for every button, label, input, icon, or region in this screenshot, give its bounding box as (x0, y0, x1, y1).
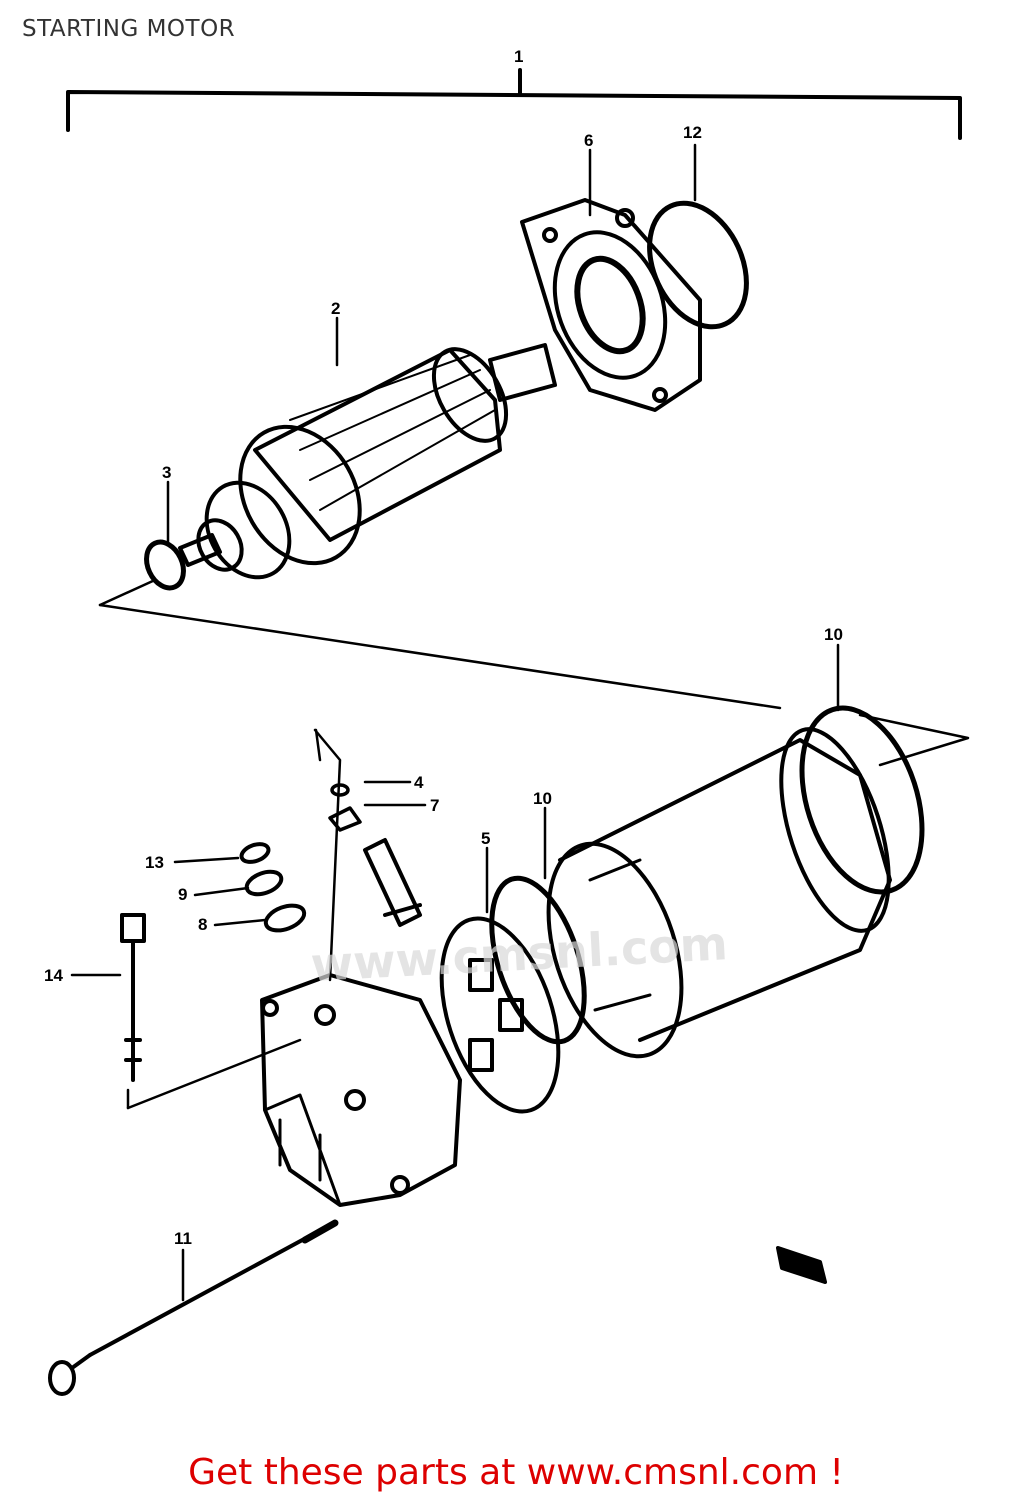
front-cover (260, 973, 462, 1207)
o-ring-cover (647, 200, 749, 330)
callout-through-bolt: 11 (174, 1229, 192, 1248)
leader-lines (70, 143, 840, 1302)
callout-washer-8: 8 (198, 915, 207, 934)
callout-part-4: 4 (414, 773, 424, 792)
through-bolt (48, 1219, 339, 1396)
callout-washer-front: 3 (162, 463, 171, 482)
parts-diagram: www.cmsnl.com 1 2 3 6 12 10 10 5 4 7 13 … (44, 47, 970, 1396)
callout-brush-holder: 5 (481, 829, 490, 848)
assembly-bracket (66, 68, 962, 140)
washer-front (144, 539, 186, 591)
armature (178, 343, 557, 580)
callout-assembly: 1 (514, 47, 523, 66)
watermark: www.cmsnl.com (309, 916, 729, 992)
callout-part-7: 7 (430, 796, 439, 815)
terminal-parts (328, 783, 362, 832)
yoke-housing (546, 727, 892, 1059)
screw-loose (776, 1246, 827, 1284)
callout-nut-13: 13 (145, 853, 164, 872)
brush-holder (363, 838, 561, 1114)
callout-o-ring-cover: 12 (683, 123, 702, 142)
o-ring-front (489, 875, 587, 1045)
callout-washer-9: 9 (178, 885, 187, 904)
callout-end-cover: 6 (584, 131, 593, 150)
alignment-lines (98, 578, 970, 1110)
callout-o-ring-front: 10 (533, 789, 552, 808)
bolt-14 (120, 913, 146, 1082)
callout-bolt-14: 14 (44, 966, 63, 985)
page-title: STARTING MOTOR (22, 16, 236, 42)
callout-o-ring-yoke: 10 (824, 625, 843, 644)
footer-link[interactable]: Get these parts at www.cmsnl.com ! (188, 1452, 844, 1493)
o-ring-yoke (799, 705, 925, 895)
callout-armature: 2 (331, 299, 340, 318)
